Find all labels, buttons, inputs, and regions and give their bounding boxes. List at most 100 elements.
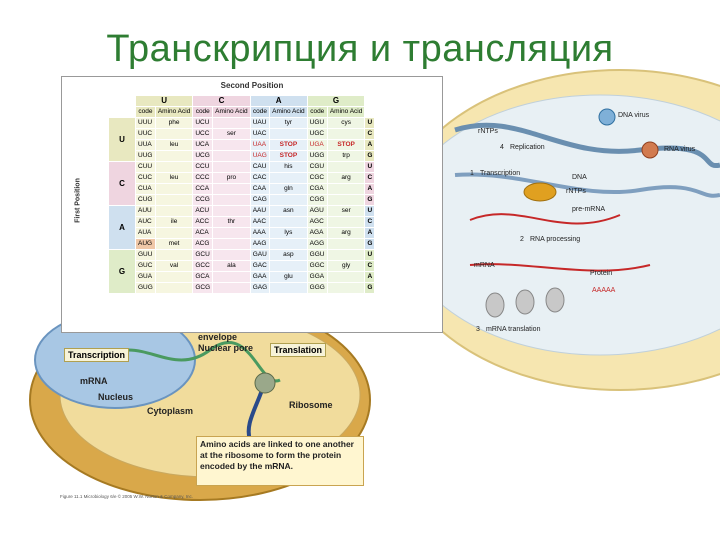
amino-acid-cell: [269, 216, 308, 228]
amino-acid-cell: [326, 161, 366, 173]
amino-acid-cell: [269, 238, 308, 250]
codon-cell: GGA: [306, 271, 328, 283]
amino-acid-cell: arg: [326, 172, 366, 184]
codon-cell: UCA: [192, 139, 214, 151]
first-position-label: First Position: [74, 178, 82, 223]
rntps-2-label: rNTPs: [566, 188, 586, 195]
aaaaa-label: AAAAA: [592, 287, 616, 294]
third-position-letter: A: [364, 271, 376, 283]
codon-cell: GCG: [192, 282, 214, 294]
first-position-letter: C: [108, 161, 136, 206]
translation-label: Translation: [270, 343, 327, 357]
amino-acid-cell: asp: [269, 249, 308, 261]
codon-cell: UUC: [135, 128, 156, 140]
amino-acid-cell: [212, 139, 251, 151]
dna-virus-icon: [598, 108, 616, 126]
codon-cell: CCC: [192, 172, 214, 184]
codon-cell: GCU: [192, 249, 214, 261]
amino-acid-cell: [154, 249, 194, 261]
codon-cell: UCC: [192, 128, 214, 140]
amino-acid-cell: asn: [269, 205, 308, 217]
amino-acid-cell: met: [154, 238, 194, 250]
codon-cell: CAC: [249, 172, 271, 184]
codon-cell: GGC: [306, 260, 328, 272]
codon-cell: GGU: [306, 249, 328, 261]
codon-cell: GAG: [249, 282, 271, 294]
amino-acid-cell: ser: [326, 205, 366, 217]
amino-acid-cell: arg: [326, 227, 366, 239]
codon-cell: AAU: [249, 205, 271, 217]
codon-cell: UAA: [249, 139, 271, 151]
amino-acid-cell: cys: [326, 117, 366, 129]
amino-acid-cell: [326, 194, 366, 206]
codon-cell: GGG: [306, 282, 328, 294]
amino-acid-cell: [212, 238, 251, 250]
codon-cell: AGA: [306, 227, 328, 239]
third-position-letter: U: [364, 161, 376, 173]
codon-cell: GCA: [192, 271, 214, 283]
amino-acid-cell: [212, 194, 251, 206]
column-subheader: Amino Acid: [269, 106, 308, 118]
amino-acid-cell: phe: [154, 117, 194, 129]
first-position-letter: A: [108, 205, 136, 250]
column-subheader: code: [306, 106, 328, 118]
codon-cell: AGC: [306, 216, 328, 228]
amino-acid-cell: [212, 150, 251, 162]
third-position-letter: C: [364, 216, 376, 228]
ribosome-shape: [254, 372, 276, 394]
second-position-label: Second Position: [220, 81, 284, 90]
amino-acid-cell: [212, 271, 251, 283]
codon-cell: CGC: [306, 172, 328, 184]
amino-acid-cell: [212, 183, 251, 195]
amino-acid-cell: pro: [212, 172, 251, 184]
rna-polymerase: [523, 182, 557, 202]
third-position-letter: C: [364, 260, 376, 272]
amino-acid-cell: STOP: [269, 139, 308, 151]
step-3-label: 3: [476, 326, 480, 333]
amino-acid-cell: leu: [154, 172, 194, 184]
third-position-letter: U: [364, 249, 376, 261]
third-position-letter: U: [364, 205, 376, 217]
third-position-letter: A: [364, 183, 376, 195]
codon-cell: GUC: [135, 260, 156, 272]
codon-cell: UGG: [306, 150, 328, 162]
rna-virus-label: RNA virus: [664, 146, 696, 153]
codon-cell: CUA: [135, 183, 156, 195]
third-position-letter: C: [364, 128, 376, 140]
amino-acid-cell: gln: [269, 183, 308, 195]
step-2-label: 2: [520, 236, 524, 243]
amino-acid-cell: [212, 249, 251, 261]
transcription-right-label: Transcription: [480, 170, 521, 177]
amino-acid-cell: [212, 282, 251, 294]
codon-cell: AUA: [135, 227, 156, 239]
transcription-label: Transcription: [64, 348, 130, 362]
amino-acid-cell: [326, 238, 366, 250]
amino-acid-cell: [154, 227, 194, 239]
amino-acid-cell: [212, 227, 251, 239]
amino-acid-cell: [212, 117, 251, 129]
amino-acid-cell: tyr: [269, 117, 308, 129]
mrna-helix: [99, 341, 281, 383]
third-position-letter: G: [364, 282, 376, 294]
amino-acid-cell: ala: [212, 260, 251, 272]
amino-acid-cell: [326, 271, 366, 283]
nucleus-label: Nucleus: [98, 392, 134, 402]
dna-virus-label: DNA virus: [618, 112, 650, 119]
envelope-label: envelope: [198, 332, 238, 342]
codon-cell: ACG: [192, 238, 214, 250]
step-1-label: 1: [470, 170, 474, 177]
second-position-letter: C: [192, 95, 251, 107]
codon-cell: CUG: [135, 194, 156, 206]
codon-cell: UGA: [306, 139, 328, 151]
third-position-letter: A: [364, 139, 376, 151]
column-subheader: Amino Acid: [326, 106, 366, 118]
third-position-letter: G: [364, 238, 376, 250]
codon-cell: CAA: [249, 183, 271, 195]
codon-cell: GUG: [135, 282, 156, 294]
amino-acid-cell: [326, 128, 366, 140]
amino-acid-cell: [269, 172, 308, 184]
page-title: Транскрипция и трансляция: [106, 28, 614, 70]
amino-acid-cell: STOP: [326, 139, 366, 151]
codon-cell: UUU: [135, 117, 156, 129]
